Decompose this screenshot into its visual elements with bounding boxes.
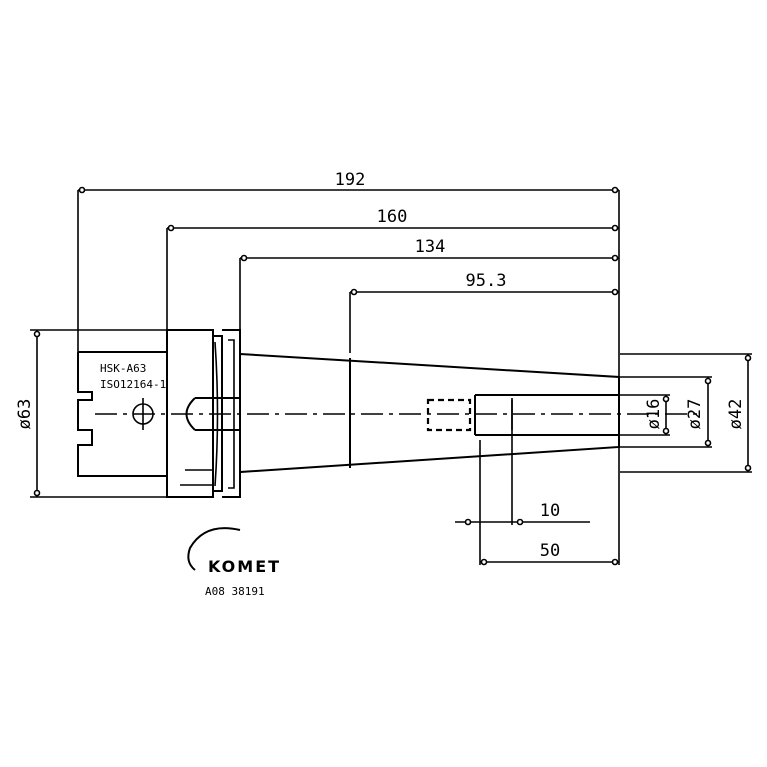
- standard-note: ISO12164-1: [100, 378, 166, 391]
- dimension-50-label: 50: [540, 541, 560, 561]
- dimension-192: 192: [78, 170, 619, 194]
- dimension-diameter-16-label: ø16: [644, 399, 664, 430]
- dimension-diameter-63: ø63: [15, 330, 41, 497]
- bore: [426, 394, 619, 436]
- dimension-134-label: 134: [415, 237, 446, 257]
- dimension-diameter-63-label: ø63: [15, 399, 35, 430]
- dimension-192-label: 192: [335, 170, 366, 190]
- interface-note: HSK-A63: [100, 362, 146, 375]
- dimension-diameter-42: ø42: [726, 354, 752, 472]
- dimension-160-label: 160: [377, 207, 408, 227]
- dimension-10-label: 10: [540, 501, 560, 521]
- komet-logo: KOMET: [187, 527, 281, 576]
- logo-arc: [187, 527, 241, 571]
- dimension-95-3-label: 95.3: [466, 271, 507, 291]
- dimension-160: 160: [167, 207, 619, 232]
- dimension-95-3: 95.3: [350, 271, 619, 296]
- dimension-50: 50: [480, 541, 619, 566]
- brand-name: KOMET: [208, 557, 281, 576]
- dimension-diameter-27: ø27: [685, 377, 712, 447]
- dimension-10: 10: [455, 501, 590, 526]
- dimension-diameter-42-label: ø42: [726, 399, 746, 430]
- dimension-134: 134: [240, 237, 619, 262]
- part-outline: [77, 329, 620, 498]
- dimension-diameter-16: ø16: [644, 395, 670, 435]
- part-number: A08 38191: [205, 585, 265, 598]
